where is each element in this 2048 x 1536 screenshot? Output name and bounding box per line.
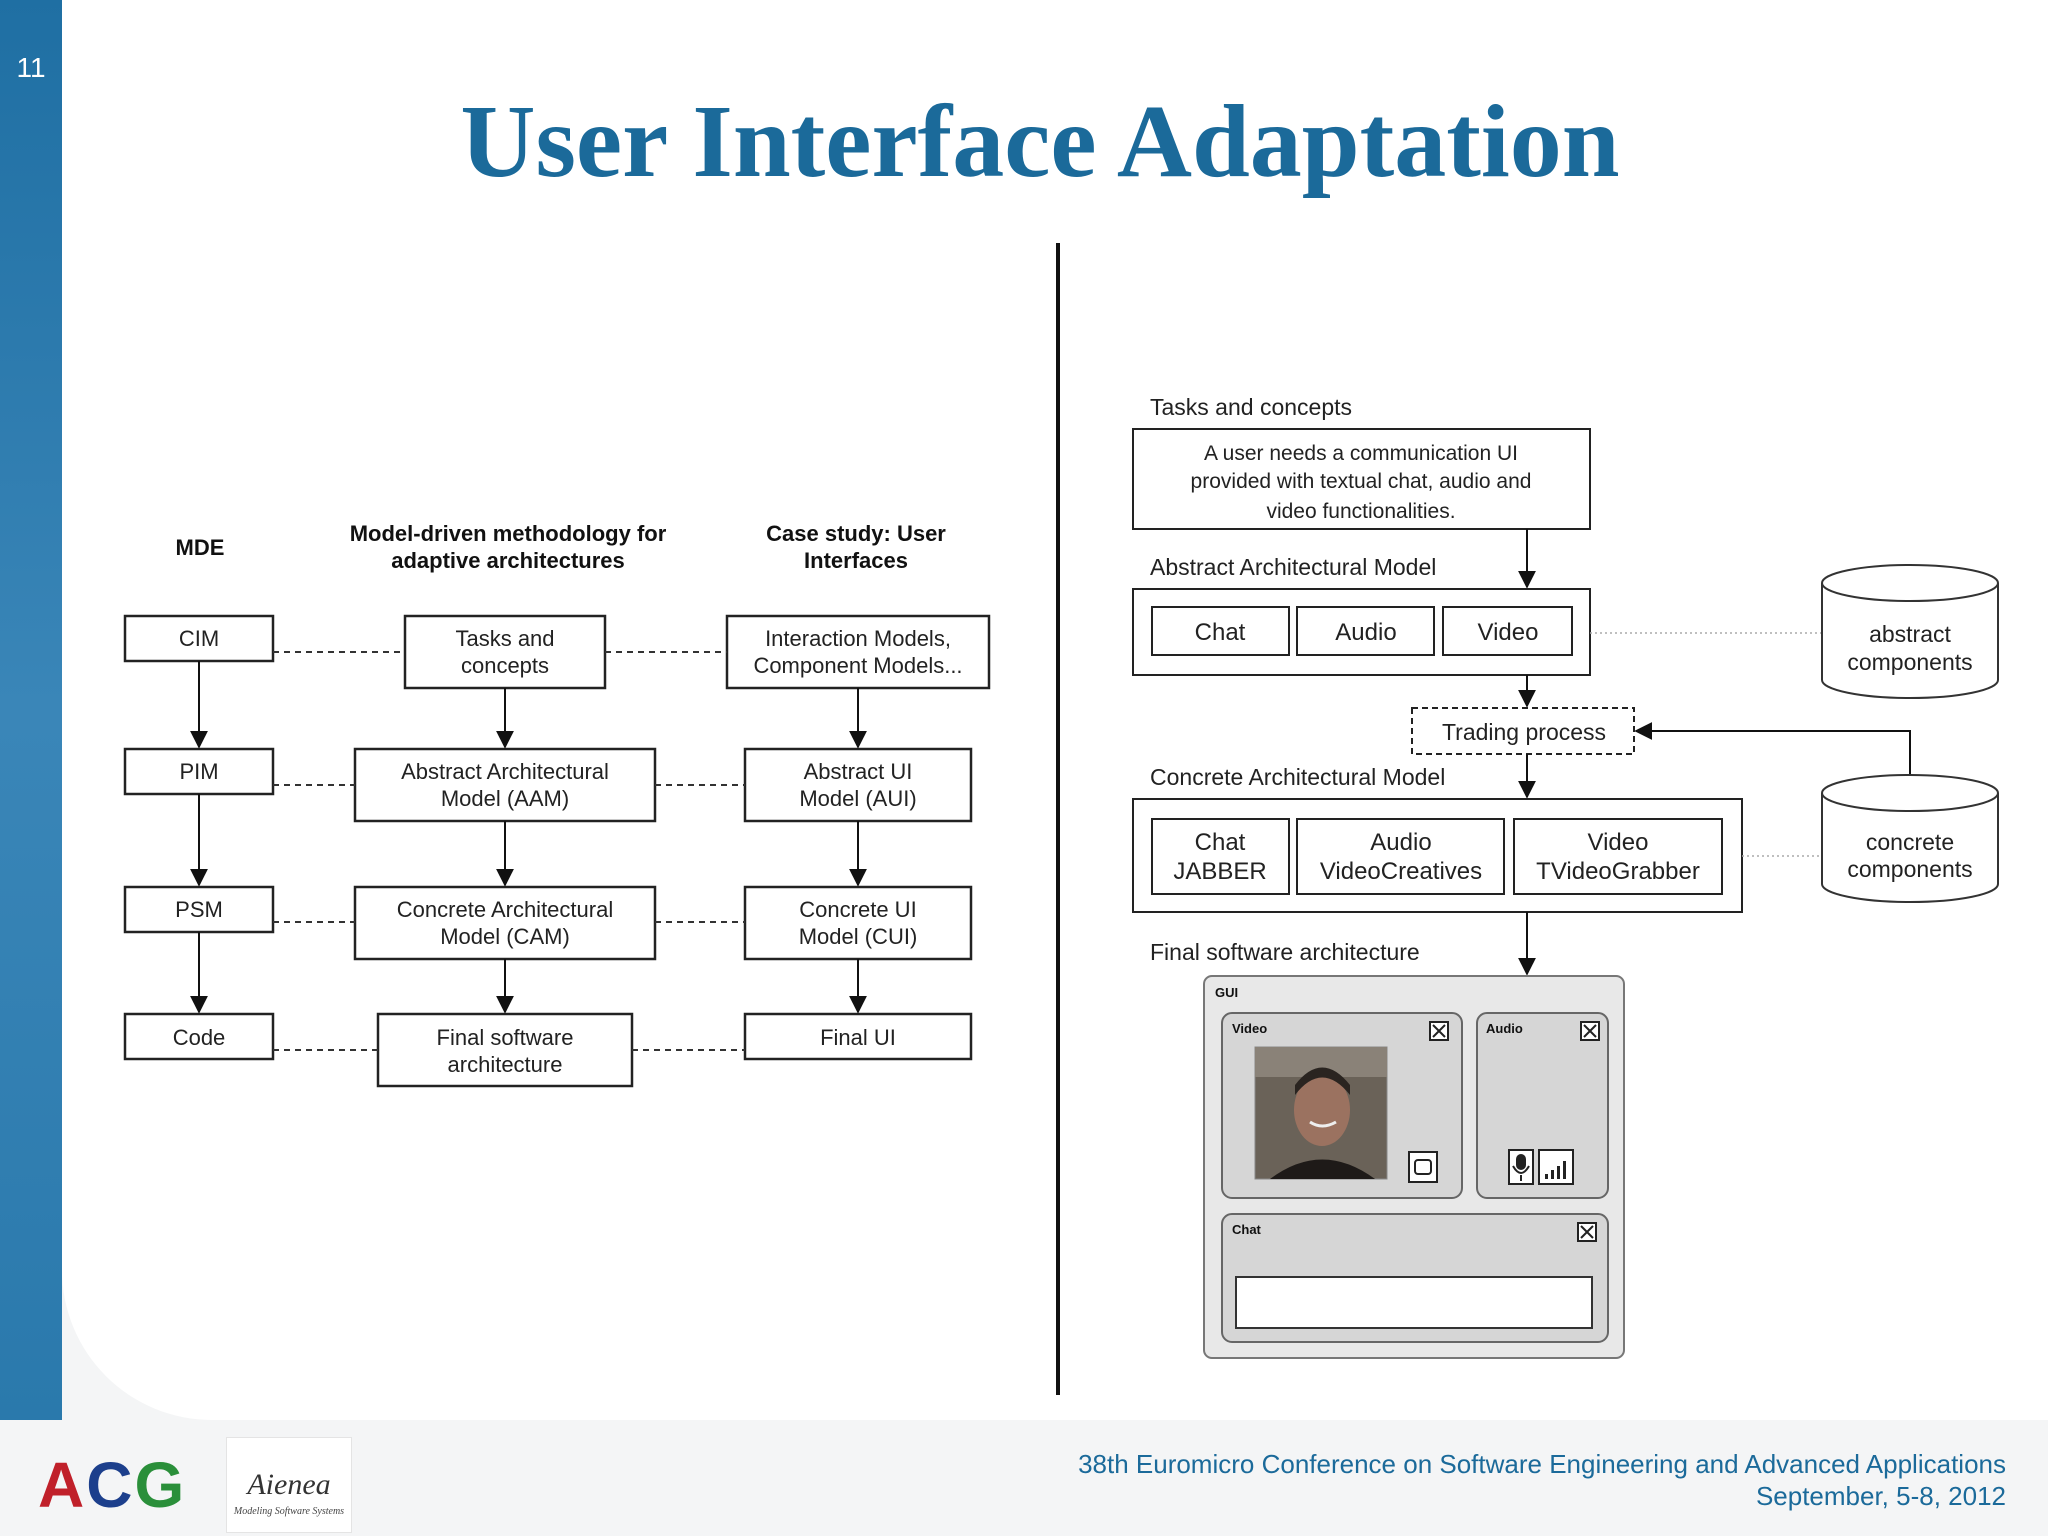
- camera-icon[interactable]: [1408, 1151, 1438, 1183]
- method-label-line2: Model (CAM): [440, 924, 570, 949]
- aienea-subtitle: Modeling Software Systems: [233, 1506, 345, 1517]
- trading-label: Trading process: [1442, 719, 1606, 745]
- case-box-interaction: Interaction Models, Component Models...: [725, 614, 991, 690]
- mde-box-pim: PIM: [123, 747, 275, 796]
- case-box-final-ui: Final UI: [743, 1012, 973, 1061]
- method-box-cam: Concrete Architectural Model (CAM): [353, 885, 657, 961]
- close-icon[interactable]: [1577, 1222, 1597, 1242]
- close-icon[interactable]: [1580, 1021, 1600, 1041]
- case-label-line2: Component Models...: [753, 653, 962, 678]
- mde-label: PSM: [175, 897, 223, 922]
- cam-item-audio: [1296, 818, 1505, 895]
- method-label-line2: architecture: [448, 1052, 563, 1077]
- case-label-line1: Interaction Models,: [765, 626, 951, 651]
- mde-box-cim: CIM: [123, 614, 275, 663]
- mde-box-code: Code: [123, 1012, 275, 1061]
- sidebar-band: 11: [0, 0, 62, 1420]
- volume-level-icon[interactable]: [1538, 1149, 1574, 1185]
- aienea-logo: Aienea Modeling Software Systems: [226, 1437, 352, 1533]
- header-mde: MDE: [176, 535, 225, 560]
- aam-item-audio: [1296, 606, 1435, 656]
- microphone-icon[interactable]: [1508, 1149, 1534, 1185]
- method-box-tasks: Tasks and concepts: [403, 614, 607, 690]
- footer-line2: September, 5-8, 2012: [1755, 1481, 2006, 1511]
- tasks-text-line3: video functionalities.: [1266, 500, 1455, 523]
- footer-conference: 38th Euromicro Conference on Software En…: [1078, 1448, 2006, 1512]
- method-label-line1: Tasks and: [455, 626, 554, 651]
- header-case-line1: Case study: User: [766, 521, 946, 546]
- cam-item-line1: Chat: [1195, 829, 1246, 856]
- case-label-line1: Concrete UI: [799, 897, 916, 922]
- method-label-line1: Final software: [437, 1025, 574, 1050]
- db-label-line1: abstract: [1869, 621, 1951, 647]
- db-label-line2: components: [1847, 856, 1972, 882]
- aam-item-chat: [1151, 606, 1290, 656]
- tasks-label: Tasks and concepts: [1150, 394, 1352, 420]
- acg-letter: C: [86, 1449, 135, 1521]
- cam-item-line2: JABBER: [1173, 858, 1266, 885]
- cam-item-line2: VideoCreatives: [1320, 858, 1482, 885]
- webcam-image: [1254, 1046, 1388, 1180]
- case-box-cui: Concrete UI Model (CUI): [743, 885, 973, 961]
- dashed-connectors: [273, 651, 745, 1051]
- concrete-components-db: concrete components: [1821, 774, 1999, 903]
- mde-label: CIM: [179, 626, 219, 651]
- aam-item-label: Audio: [1335, 619, 1396, 646]
- slide-title: User Interface Adaptation: [460, 84, 1620, 199]
- cam-item-line1: Video: [1588, 829, 1649, 856]
- aam-item-video: [1442, 606, 1573, 656]
- abstract-components-db: abstract components: [1821, 564, 1999, 699]
- gui-mockup: GUI Video Audio: [1203, 975, 1625, 1359]
- tasks-text-line2: provided with textual chat, audio and: [1191, 470, 1532, 493]
- method-box-aam: Abstract Architectural Model (AAM): [353, 747, 657, 823]
- method-box-final: Final software architecture: [376, 1012, 634, 1088]
- footer-line1: 38th Euromicro Conference on Software En…: [1078, 1449, 2006, 1479]
- case-label-line2: Model (CUI): [799, 924, 918, 949]
- aienea-name: Aienea: [247, 1468, 331, 1501]
- aam-label: Abstract Architectural Model: [1150, 554, 1436, 580]
- case-box-aui: Abstract UI Model (AUI): [743, 747, 973, 823]
- aam-item-label: Chat: [1195, 619, 1246, 646]
- acg-letter: A: [38, 1449, 87, 1521]
- close-icon[interactable]: [1429, 1021, 1449, 1041]
- db-label-line2: components: [1847, 649, 1972, 675]
- method-label-line1: Concrete Architectural: [397, 897, 613, 922]
- acg-letter: G: [134, 1449, 187, 1521]
- chat-panel-title: Chat: [1232, 1222, 1262, 1237]
- arrow: [1634, 722, 1911, 740]
- chat-input[interactable]: [1235, 1276, 1593, 1329]
- db-label-line1: concrete: [1866, 829, 1954, 855]
- method-label-line1: Abstract Architectural: [401, 759, 609, 784]
- final-label: Final software architecture: [1150, 939, 1420, 965]
- left-diagram: MDE Model-driven methodology for adaptiv…: [123, 521, 991, 1088]
- cam-label: Concrete Architectural Model: [1150, 764, 1445, 790]
- mde-label: Code: [173, 1025, 226, 1050]
- cam-item-chat: [1151, 818, 1290, 895]
- mde-label: PIM: [179, 759, 218, 784]
- cam-item-video: [1513, 818, 1723, 895]
- header-method-line2: adaptive architectures: [391, 548, 625, 573]
- tasks-text-line1: A user needs a communication UI: [1204, 442, 1518, 465]
- cam-item-line2: TVideoGrabber: [1536, 858, 1700, 885]
- gui-title: GUI: [1215, 985, 1238, 1000]
- case-label-line2: Model (AUI): [799, 786, 916, 811]
- method-label-line2: Model (AAM): [441, 786, 569, 811]
- method-label-line2: concepts: [461, 653, 549, 678]
- cam-item-line1: Audio: [1370, 829, 1431, 856]
- video-panel-title: Video: [1232, 1021, 1267, 1036]
- header-case-line2: Interfaces: [804, 548, 908, 573]
- audio-panel-title: Audio: [1486, 1021, 1523, 1036]
- mde-box-psm: PSM: [123, 885, 275, 934]
- slide-number: 11: [16, 52, 46, 83]
- header-method-line1: Model-driven methodology for: [350, 521, 667, 546]
- slide-content: [62, 0, 2048, 1420]
- right-diagram: Tasks and concepts A user needs a commun…: [1132, 394, 1999, 1359]
- acg-logo: ACG: [38, 1448, 186, 1522]
- aam-item-label: Video: [1478, 619, 1539, 646]
- trading-box: [1411, 707, 1635, 755]
- tasks-box: [1132, 428, 1591, 530]
- case-label-line1: Final UI: [820, 1025, 896, 1050]
- case-label-line1: Abstract UI: [804, 759, 913, 784]
